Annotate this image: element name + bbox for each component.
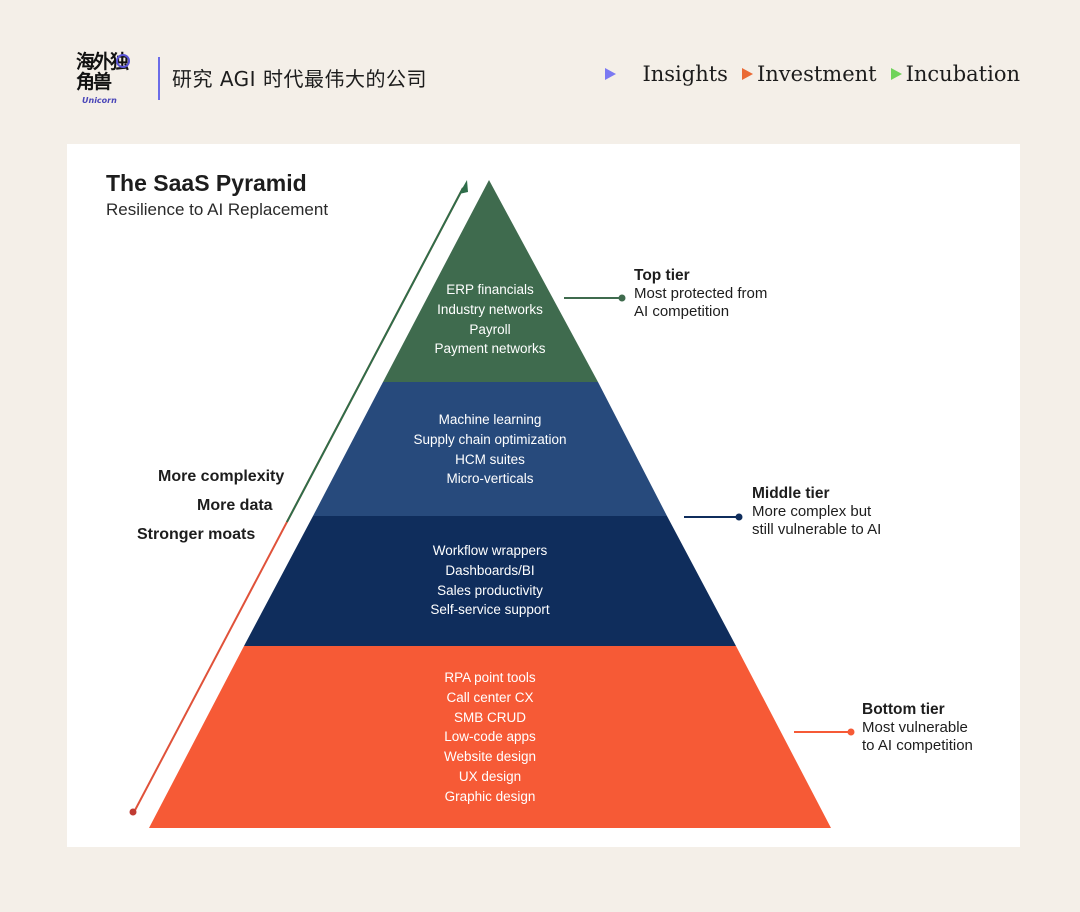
tier-item: Call center CX xyxy=(446,689,534,705)
tier-upper-middle-items: Machine learning Supply chain optimizati… xyxy=(340,410,640,489)
play-triangle-icon xyxy=(741,68,753,80)
bottom-tier-desc-line: Most vulnerable xyxy=(862,719,968,736)
bottom-tier-desc-line: to AI competition xyxy=(862,737,973,754)
tier-top-items: ERP financials Industry networks Payroll… xyxy=(340,280,640,359)
nav-insights[interactable]: Insights xyxy=(605,62,728,86)
bottom-tier-heading: Bottom tier xyxy=(862,701,945,718)
tier-upper-middle-shape xyxy=(313,382,667,516)
tier-item: Micro-verticals xyxy=(446,471,534,487)
nav-insights-label: Insights xyxy=(642,62,728,86)
middle-tier-dot xyxy=(735,513,743,521)
top-tier-desc-line: AI competition xyxy=(634,303,730,320)
diagram-title: The SaaS Pyramid xyxy=(106,170,307,196)
tagline: 研究 AGI 时代最伟大的公司 xyxy=(172,67,427,91)
diagram-subtitle: Resilience to AI Replacement xyxy=(106,200,329,219)
nav-investment[interactable]: Investment xyxy=(741,62,877,86)
top-tier-callout: Top tier Most protected from AI competit… xyxy=(634,267,767,321)
middle-tier-callout: Middle tier More complex but still vulne… xyxy=(752,485,881,539)
middle-tier-desc-line: More complex but xyxy=(752,503,872,520)
bottom-tier-callout: Bottom tier Most vulnerable to AI compet… xyxy=(862,701,973,755)
arrow-label-moats: Stronger moats xyxy=(137,526,256,543)
tier-item: Payment networks xyxy=(434,341,546,357)
tier-item: Payroll xyxy=(469,321,511,337)
middle-tier-desc-line: still vulnerable to AI xyxy=(752,521,882,538)
bottom-tier-dot xyxy=(847,728,855,736)
arrow-head xyxy=(459,180,468,194)
top-tier-heading: Top tier xyxy=(634,267,690,284)
tier-bottom-shape xyxy=(149,646,831,828)
tier-lower-middle-items: Workflow wrappers Dashboards/BI Sales pr… xyxy=(340,541,640,620)
tier-item: RPA point tools xyxy=(444,670,536,685)
top-tier-dot xyxy=(618,294,626,302)
tier-item: UX design xyxy=(458,768,522,784)
logo[interactable]: 海外独角兽 Unicorn xyxy=(76,52,138,108)
arrow-label-data: More data xyxy=(197,497,273,514)
tier-item: Dashboards/BI xyxy=(445,562,535,578)
tier-item: Supply chain optimization xyxy=(413,431,567,447)
nav-incubation-label: Incubation xyxy=(905,62,1020,86)
tier-lower-middle-shape xyxy=(244,516,736,646)
tier-bottom-items: RPA point tools Call center CX SMB CRUD … xyxy=(340,668,640,807)
planet-icon xyxy=(116,54,130,68)
tier-item: Sales productivity xyxy=(437,582,543,598)
tier-item: Industry networks xyxy=(437,301,543,317)
tier-top-shape xyxy=(383,180,598,382)
page-header: 海外独角兽 Unicorn 研究 AGI 时代最伟大的公司 Insights I… xyxy=(0,0,1080,130)
tier-item: Self-service support xyxy=(430,602,550,618)
header-divider xyxy=(158,57,160,100)
tier-item: Graphic design xyxy=(444,788,536,804)
tier-item: SMB CRUD xyxy=(453,709,526,725)
tier-item: Low-code apps xyxy=(444,729,536,745)
pyramid-graphic xyxy=(129,180,855,828)
top-nav: Insights Investment Incubation xyxy=(591,62,1020,86)
play-triangle-icon xyxy=(890,68,902,80)
tier-item: Workflow wrappers xyxy=(432,543,548,558)
play-triangle-icon xyxy=(605,68,617,80)
tier-item: ERP financials xyxy=(446,282,534,297)
logo-wordmark: 海外独角兽 xyxy=(76,51,129,93)
arrow-shaft-upper xyxy=(132,187,464,815)
logo-subtext: Unicorn xyxy=(82,96,117,105)
top-tier-desc-line: Most protected from xyxy=(634,285,768,302)
tier-item: Website design xyxy=(443,749,537,765)
tier-item: Machine learning xyxy=(438,412,542,427)
arrow-label-complexity: More complexity xyxy=(158,468,285,485)
pyramid-card: The SaaS Pyramid Resilience to AI Replac… xyxy=(67,144,1020,847)
tier-item: HCM suites xyxy=(455,451,525,467)
nav-incubation[interactable]: Incubation xyxy=(890,62,1020,86)
middle-tier-heading: Middle tier xyxy=(752,485,830,502)
nav-investment-label: Investment xyxy=(756,62,877,86)
arrow-tail-dot xyxy=(129,808,137,816)
